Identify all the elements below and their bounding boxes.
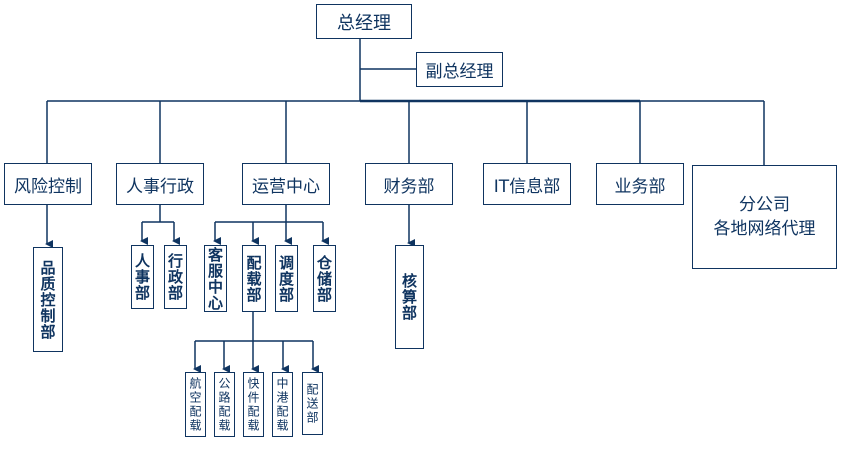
dept-branch-label-2: 各地网络代理 bbox=[713, 219, 816, 239]
road-stowage-label: 公路配载 bbox=[217, 376, 231, 433]
personnel-label: 人事部 bbox=[133, 253, 151, 301]
hk-stowage-box: 中港配载 bbox=[272, 372, 293, 437]
air-stowage-label: 航空配载 bbox=[188, 376, 202, 433]
stowage-box: 配载部 bbox=[242, 245, 266, 312]
dept-branch-label-1: 分公司 bbox=[739, 195, 790, 215]
dispatch-label: 调度部 bbox=[277, 254, 295, 303]
admin-label: 行政部 bbox=[166, 253, 184, 301]
dept-ops-box: 运营中心 bbox=[242, 163, 330, 205]
accounting-box: 核算部 bbox=[395, 245, 424, 349]
personnel-box: 人事部 bbox=[131, 245, 154, 309]
dept-risk-label: 风险控制 bbox=[14, 176, 82, 197]
admin-box: 行政部 bbox=[164, 245, 187, 309]
ceo-box: 总经理 bbox=[316, 4, 412, 39]
dept-ops-label: 运营中心 bbox=[252, 176, 320, 197]
quality-control-box: 品质控制部 bbox=[33, 247, 63, 352]
stowage-label: 配载部 bbox=[244, 254, 263, 303]
customer-service-box: 客服中心 bbox=[204, 245, 227, 312]
dept-finance-label: 财务部 bbox=[383, 176, 435, 197]
deputy-label: 副总经理 bbox=[425, 62, 494, 82]
customer-service-label: 客服中心 bbox=[206, 246, 224, 311]
dept-hr-label: 人事行政 bbox=[126, 176, 194, 197]
dept-finance-box: 财务部 bbox=[365, 163, 453, 205]
dept-it-label: IT信息部 bbox=[493, 176, 561, 197]
dept-risk-box: 风险控制 bbox=[4, 163, 92, 205]
dept-branch-box: 分公司 各地网络代理 bbox=[692, 165, 837, 269]
storage-label: 仓储部 bbox=[315, 254, 333, 303]
dept-it-box: IT信息部 bbox=[483, 163, 571, 205]
delivery-box: 配送部 bbox=[302, 372, 323, 435]
hk-stowage-label: 中港配载 bbox=[275, 376, 289, 433]
express-stowage-box: 快件配载 bbox=[243, 372, 264, 437]
ceo-label: 总经理 bbox=[337, 12, 391, 34]
quality-control-label: 品质控制部 bbox=[38, 259, 57, 340]
deputy-box: 副总经理 bbox=[416, 52, 503, 87]
air-stowage-box: 航空配载 bbox=[185, 372, 206, 437]
delivery-label: 配送部 bbox=[305, 382, 319, 425]
accounting-label: 核算部 bbox=[400, 273, 418, 321]
dept-business-box: 业务部 bbox=[596, 163, 684, 205]
dept-hr-box: 人事行政 bbox=[116, 163, 204, 205]
dept-business-label: 业务部 bbox=[614, 176, 666, 197]
express-stowage-label: 快件配载 bbox=[246, 376, 260, 433]
road-stowage-box: 公路配载 bbox=[214, 372, 235, 437]
storage-box: 仓储部 bbox=[313, 245, 336, 312]
dispatch-box: 调度部 bbox=[275, 245, 298, 312]
